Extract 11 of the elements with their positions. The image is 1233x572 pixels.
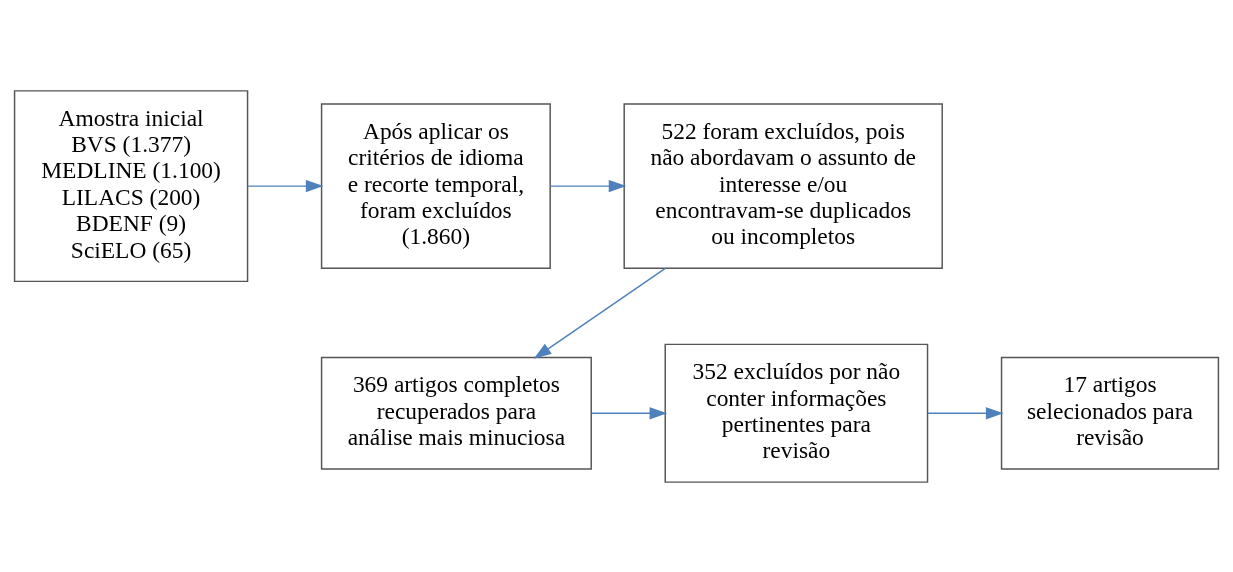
arrow: [549, 179, 627, 192]
arrow: [247, 179, 324, 192]
node-box: Após aplicar os critérios de idioma e recorte temporal, foram excluídos (1.860): [320, 102, 551, 269]
node-box: 522 foram excluídos, pois não abordavam o assunto de interesse e/ou encontravam-se duplicados ou incompletos: [623, 102, 943, 269]
node-box: 352 excluídos por não conter informações pertinentes para revisão: [664, 343, 929, 483]
node-box: Amostra inicial BVS (1.377) MEDLINE (1.100) LILACS (200) BDENF (9) SciELO (65): [13, 89, 249, 282]
arrow: [533, 266, 667, 359]
arrow: [591, 406, 668, 419]
arrow: [927, 406, 1004, 419]
node-box: 369 artigos completos recuperados para análise mais minuciosa: [320, 356, 592, 470]
node-box: 17 artigos selecionados para revisão: [1000, 356, 1220, 470]
